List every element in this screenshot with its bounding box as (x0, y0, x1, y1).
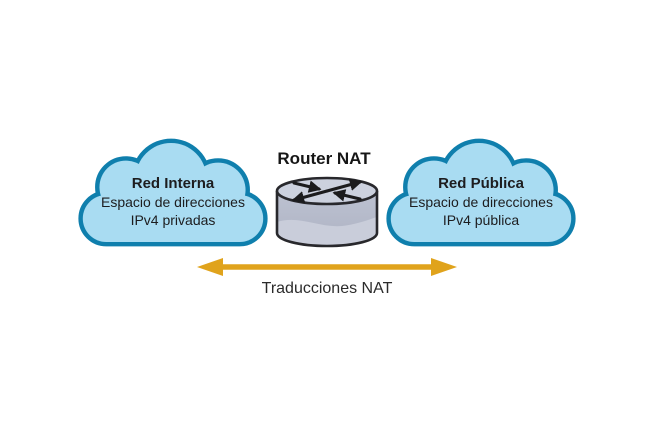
public-cloud-line1: Espacio de direcciones (409, 194, 553, 210)
router-arrows-glyph (291, 178, 363, 204)
internal-cloud-title: Red Interna (131, 175, 215, 192)
internal-cloud-text: Red Interna Espacio de direcciones IPv4 … (73, 174, 273, 229)
internal-network-cloud-icon (78, 138, 268, 247)
public-cloud-title: Red Pública (438, 175, 524, 192)
internal-cloud-line2: IPv4 privadas (130, 212, 216, 228)
public-cloud-line2: IPv4 pública (442, 212, 520, 228)
translations-label: Traducciones NAT (261, 280, 393, 297)
internal-cloud-line1: Espacio de direcciones (101, 194, 245, 210)
double-arrow-icon (197, 258, 457, 276)
router-nat-label: Router NAT (277, 149, 371, 168)
router-icon (275, 176, 379, 248)
public-network-cloud-icon (386, 138, 576, 247)
public-cloud-text: Red Pública Espacio de direcciones IPv4 … (381, 174, 581, 229)
